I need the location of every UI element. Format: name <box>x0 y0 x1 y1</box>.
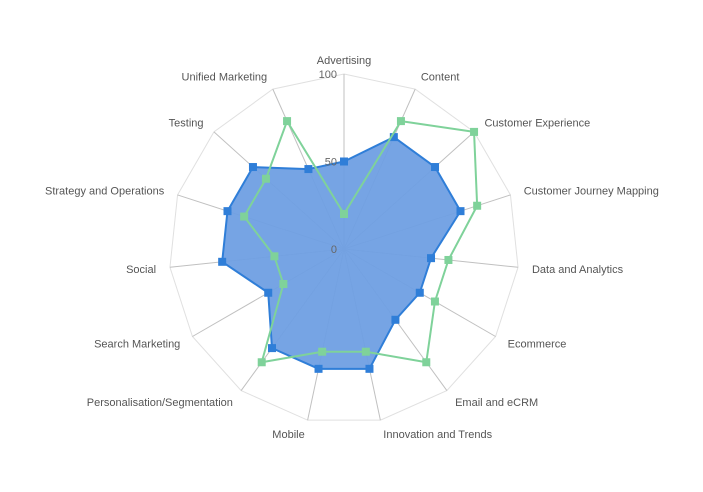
series-2-point-innovation-and-trends <box>361 347 370 356</box>
series-2-point-search-marketing <box>279 280 288 288</box>
series-1-point-data-and-analytics <box>427 254 436 263</box>
series-2-point-customer-journey-mapping <box>473 201 482 210</box>
series-2-point-mobile <box>318 347 327 356</box>
series-2-point-testing <box>261 174 270 183</box>
series-2-point-email-and-ecrm <box>422 358 431 367</box>
series-2-point-data-and-analytics <box>444 255 453 264</box>
series-2-point-ecommerce <box>430 297 439 306</box>
category-label: Personalisation/Segmentation <box>87 397 233 409</box>
series-1-point-email-and-ecrm <box>391 315 400 324</box>
category-label: Innovation and Trends <box>383 429 492 441</box>
tick-labels: 0 50 100 <box>319 69 337 256</box>
series-1-point-advertising <box>340 157 348 166</box>
grid-outer-polygon <box>169 73 519 421</box>
tick-label: 0 <box>331 244 337 256</box>
series-1-point-customer-journey-mapping <box>456 207 465 216</box>
category-label: Advertising <box>317 55 371 67</box>
series-2-point-social <box>270 252 279 261</box>
series-layer <box>218 117 482 373</box>
category-label: Search Marketing <box>94 339 180 351</box>
category-label: Social <box>126 264 156 276</box>
category-label: Strategy and Operations <box>45 186 165 198</box>
series-1-point-content <box>389 133 398 142</box>
category-label: Email and eCRM <box>455 397 538 409</box>
series-1-point-personalisation-segmentation <box>267 344 276 353</box>
category-label: Mobile <box>272 429 304 441</box>
series-2-area <box>243 120 479 364</box>
category-label: Testing <box>169 118 204 130</box>
category-label: Data and Analytics <box>532 264 624 276</box>
category-label: Ecommerce <box>508 339 567 351</box>
series-2-point-content <box>396 117 405 126</box>
tick-label: 100 <box>319 69 337 81</box>
series-2-point-strategy-and-operations <box>240 212 249 221</box>
series-2-point-unified-marketing <box>283 117 292 126</box>
category-label: Customer Experience <box>484 118 590 130</box>
series-1-point-customer-experience <box>431 163 440 172</box>
category-label: Customer Journey Mapping <box>524 186 659 198</box>
category-label: Content <box>421 71 460 83</box>
series-1-point-innovation-and-trends <box>365 364 374 373</box>
category-label: Unified Marketing <box>182 71 268 83</box>
series-1-point-unified-marketing <box>304 165 313 174</box>
series-1-point-strategy-and-operations <box>223 207 232 216</box>
series-2-point-customer-experience <box>470 127 479 136</box>
series-1-area <box>221 136 462 370</box>
series-1-point-search-marketing <box>264 288 273 297</box>
series-2-point-personalisation-segmentation <box>257 358 266 367</box>
series-1-point-testing <box>248 163 257 172</box>
series-2-point-advertising <box>340 210 348 218</box>
series-1-point-ecommerce <box>415 288 424 297</box>
series-1-point-social <box>218 257 227 266</box>
tick-label: 50 <box>325 157 337 169</box>
series-1-point-mobile <box>314 364 323 373</box>
